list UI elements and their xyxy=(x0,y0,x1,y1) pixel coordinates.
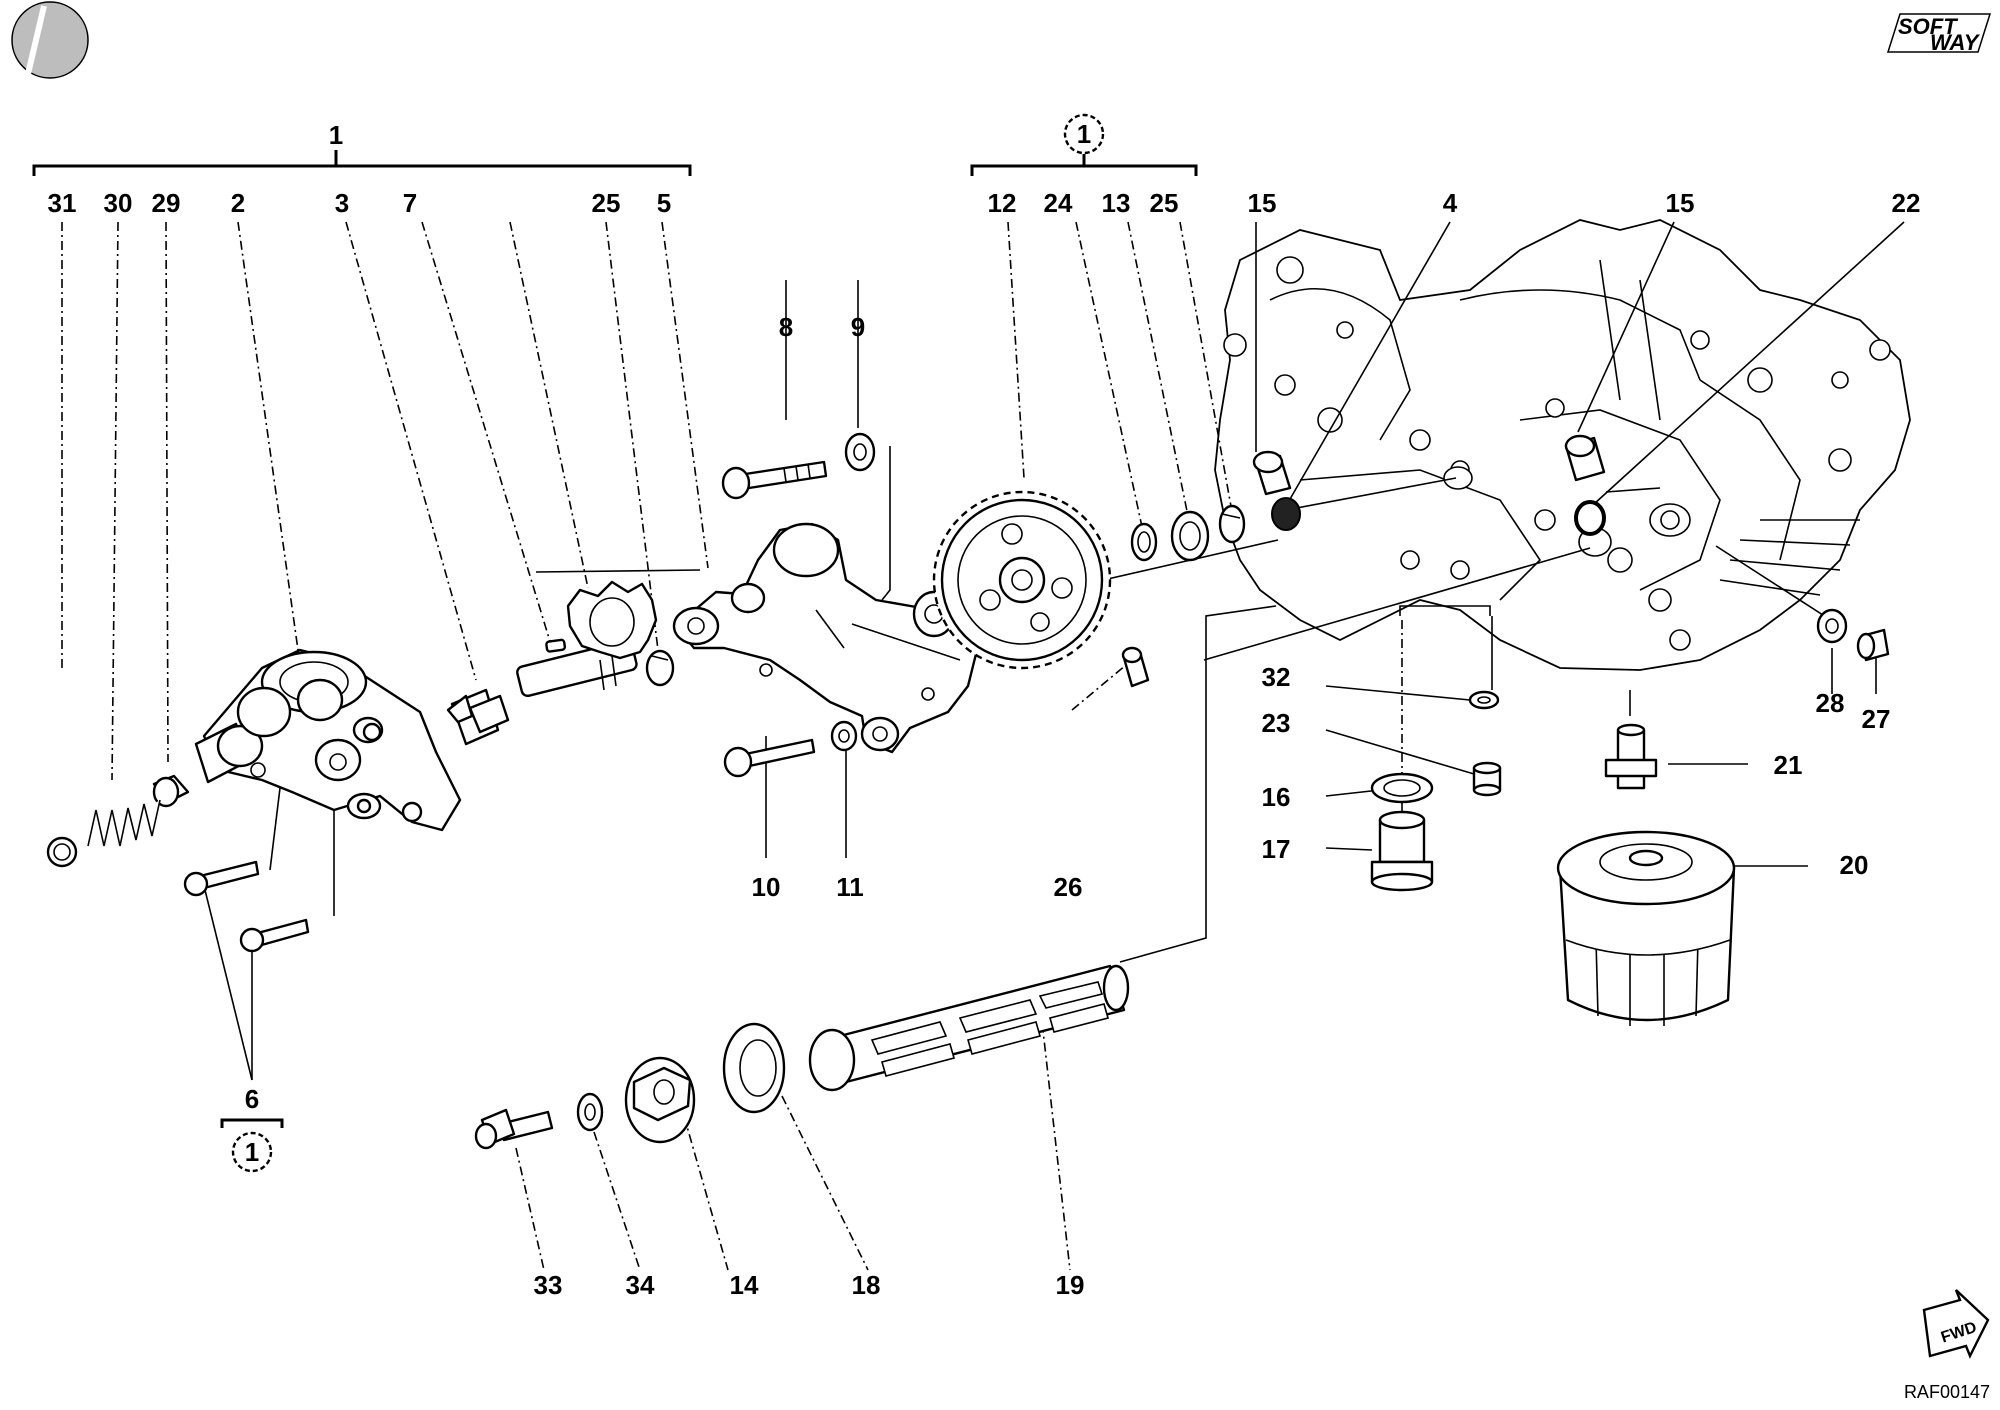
note-number-bottom: 1 xyxy=(245,1137,259,1167)
washer-9 xyxy=(844,432,876,472)
label-9: 9 xyxy=(851,312,865,342)
label-20: 20 xyxy=(1840,850,1869,880)
label-27: 27 xyxy=(1862,704,1891,734)
relief-valve-spring xyxy=(87,799,161,847)
label-5: 5 xyxy=(657,188,671,218)
oil-pump-body xyxy=(194,648,462,832)
label-30: 30 xyxy=(104,188,133,218)
label-15a: 15 xyxy=(1248,188,1277,218)
label-17: 17 xyxy=(1262,834,1291,864)
washer-28 xyxy=(1816,608,1848,644)
forward-arrow-icon: FWD xyxy=(1922,1289,1990,1359)
note-bracket-top: 1 xyxy=(970,113,1198,176)
label-31: 31 xyxy=(48,188,77,218)
label-13: 13 xyxy=(1102,188,1131,218)
leader-lines xyxy=(61,221,1905,1271)
label-34: 34 xyxy=(626,1270,655,1300)
label-6: 6 xyxy=(245,1084,259,1114)
label-32: 32 xyxy=(1262,662,1291,692)
label-16: 16 xyxy=(1262,782,1291,812)
kit-bracket-1: 1 xyxy=(32,120,692,176)
softway-logo: SOFT WAY xyxy=(1886,13,1992,55)
label-14: 14 xyxy=(730,1270,759,1300)
plug-23 xyxy=(1472,761,1502,797)
label-28: 28 xyxy=(1816,688,1845,718)
round-badge-icon xyxy=(11,1,89,79)
o-ring-22 xyxy=(1574,500,1606,536)
washer-32 xyxy=(1468,690,1500,710)
label-25b: 25 xyxy=(1150,188,1179,218)
label-25a: 25 xyxy=(592,188,621,218)
circlip-25-left xyxy=(645,649,675,687)
circlip-24 xyxy=(1130,522,1158,562)
screw-33 xyxy=(474,1108,554,1150)
cover-screw-10 xyxy=(723,738,816,778)
spring-pin-26 xyxy=(1121,646,1150,688)
pump-screw-lower xyxy=(239,918,310,953)
o-ring-18 xyxy=(722,1022,786,1114)
label-4: 4 xyxy=(1443,188,1458,218)
filter-nipple-21 xyxy=(1604,723,1658,790)
label-23: 23 xyxy=(1262,708,1291,738)
cover-nut-14 xyxy=(624,1056,696,1144)
part-number-labels: 31 30 29 2 3 7 25 5 12 24 13 25 15 4 15 … xyxy=(48,188,1921,1300)
cover-screw-8 xyxy=(721,460,828,500)
bushing-13 xyxy=(1170,510,1210,562)
pump-driven-gear xyxy=(566,580,658,660)
engine-crankcase xyxy=(1214,219,1911,671)
relief-valve-plug xyxy=(46,836,78,868)
plug-27 xyxy=(1856,628,1890,662)
label-21: 21 xyxy=(1774,750,1803,780)
label-26: 26 xyxy=(1054,872,1083,902)
circlip-25-right xyxy=(1218,504,1246,544)
relief-valve-plunger xyxy=(152,774,190,808)
note-number-top: 1 xyxy=(1077,119,1091,149)
oil-pump-drive-gear xyxy=(932,490,1112,670)
centering-bushing-15-right xyxy=(1564,434,1606,482)
label-8: 8 xyxy=(779,312,793,342)
label-33: 33 xyxy=(534,1270,563,1300)
label-7: 7 xyxy=(403,188,417,218)
pump-screw-upper xyxy=(183,860,260,897)
svg-text:WAY: WAY xyxy=(1930,30,1981,55)
oil-strainer-19 xyxy=(808,964,1130,1092)
oil-pump-cover xyxy=(672,522,980,754)
note-bracket-bottom: 1 xyxy=(220,1118,284,1173)
o-ring-4 xyxy=(1271,497,1301,531)
label-3: 3 xyxy=(335,188,349,218)
label-10: 10 xyxy=(752,872,781,902)
gasket-16 xyxy=(1370,772,1434,804)
washer-11 xyxy=(830,720,858,752)
label-19: 19 xyxy=(1056,1270,1085,1300)
drawing-code: RAF00147 xyxy=(1904,1382,1990,1402)
label-12: 12 xyxy=(988,188,1017,218)
label-2: 2 xyxy=(231,188,245,218)
label-29: 29 xyxy=(152,188,181,218)
label-18: 18 xyxy=(852,1270,881,1300)
pump-drive-key xyxy=(545,638,567,653)
label-22: 22 xyxy=(1892,188,1921,218)
kit-number-label: 1 xyxy=(329,120,343,150)
label-15b: 15 xyxy=(1666,188,1695,218)
label-24: 24 xyxy=(1044,188,1073,218)
drain-plug-17 xyxy=(1370,810,1434,892)
oil-filter-20 xyxy=(1556,830,1736,1026)
svg-text:SOFT: SOFT xyxy=(1898,14,1958,39)
centering-bushing-15-left xyxy=(1252,450,1292,496)
washer-34 xyxy=(576,1092,604,1132)
label-11: 11 xyxy=(836,872,864,902)
